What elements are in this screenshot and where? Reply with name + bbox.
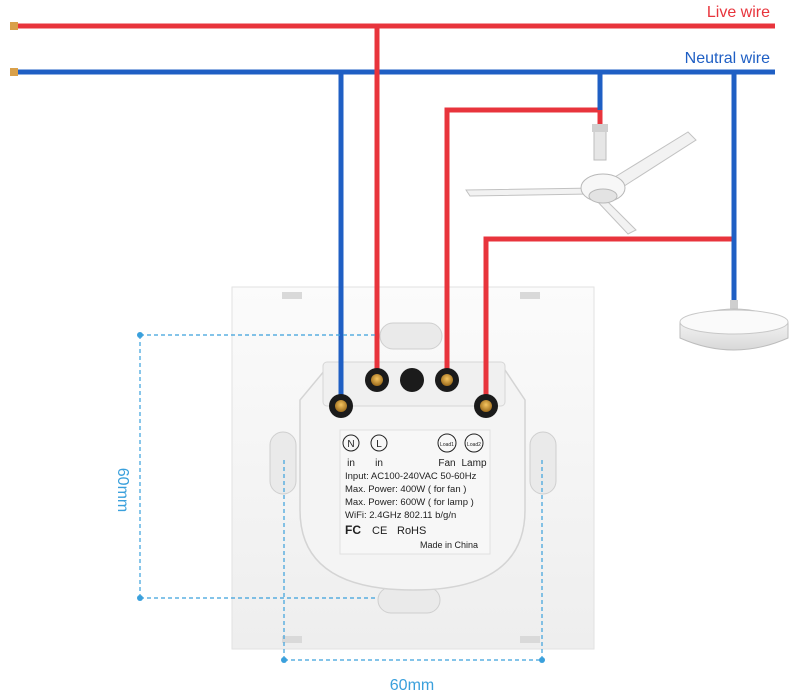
spec-input: Input: AC100-240VAC 50-60Hz (345, 471, 477, 482)
lamp-load-wire (483, 236, 734, 406)
plate-clip (520, 292, 540, 299)
n-symbol-ring (342, 434, 360, 452)
terminal-unused (400, 368, 424, 392)
made-in-text: Made in China (420, 540, 478, 550)
height-dimension-label: 60mm (114, 468, 131, 512)
plate-clip (520, 636, 540, 643)
ceiling-fan-icon (465, 124, 697, 235)
terminals (329, 368, 498, 418)
spec-wifi: WiFi: 2.4GHz 802.11 b/g/n (345, 510, 456, 521)
width-dimension-label: 60mm (390, 677, 434, 694)
l-label: in (375, 458, 383, 469)
l-symbol-ring (370, 434, 388, 452)
wires (14, 23, 775, 406)
live-wire-end (10, 22, 18, 30)
terminal-labels: N in L in Load1 Fan Load2 Lamp (342, 433, 487, 469)
mounting-slot-top (379, 322, 443, 350)
spec-lamp-power: Max. Power: 600W ( for lamp ) (345, 497, 474, 508)
l-symbol: L (376, 439, 382, 450)
mounting-slot-right (529, 431, 557, 495)
dimension-points (137, 332, 545, 663)
n-label: in (347, 458, 355, 469)
dimension-lines (139, 334, 543, 661)
spec-fan-power: Max. Power: 400W ( for fan ) (345, 484, 466, 495)
load1-symbol-ring (437, 433, 457, 453)
neutral-wire-label: Neutral wire (685, 50, 770, 67)
spec-text: Input: AC100-240VAC 50-60Hz Max. Power: … (345, 471, 477, 521)
lamp-label: Lamp (461, 458, 486, 469)
load2-symbol: Load2 (467, 442, 481, 448)
fan-load-wire (444, 107, 603, 380)
load2-symbol-ring (464, 433, 484, 453)
n-symbol: N (347, 439, 354, 450)
rohs-mark: RoHS (397, 525, 426, 537)
fc-mark: FC (345, 523, 361, 537)
certifications: FC CE RoHS Made in China (345, 523, 478, 550)
label-panel (339, 429, 491, 555)
fan-label: Fan (438, 458, 455, 469)
neutral-wire-end (10, 68, 18, 76)
live-wire-label: Live wire (707, 4, 770, 21)
switch-module (299, 361, 526, 591)
plate-clip (282, 292, 302, 299)
load1-symbol: Load1 (440, 442, 454, 448)
mounting-slot-left (269, 431, 297, 495)
ceiling-lamp-icon (679, 300, 789, 351)
ce-mark: CE (372, 525, 387, 537)
mounting-slot-bottom (377, 586, 441, 614)
plate-clip (282, 636, 302, 643)
